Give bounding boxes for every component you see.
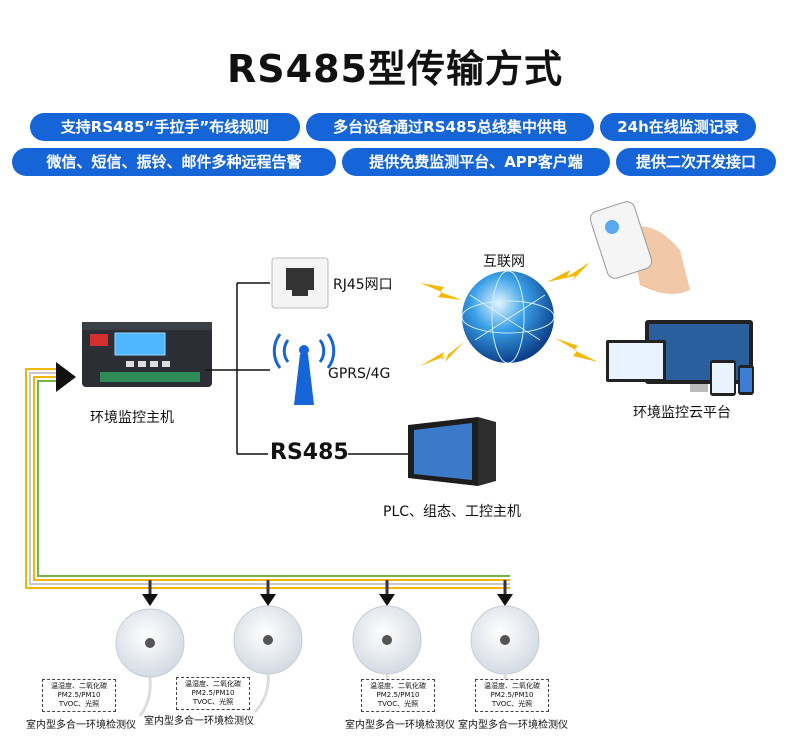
internet-label: 互联网	[483, 254, 525, 270]
sensor-device-1	[115, 608, 185, 717]
sensor-spec-1: 温湿度、二氧化碳 PM2.5/PM10 TVOC、光照	[42, 679, 116, 712]
internet-globe-icon	[461, 270, 555, 364]
host-connections	[205, 282, 410, 455]
sensor-spec-2: 温湿度、二氧化碳 PM2.5/PM10 TVOC、光照	[176, 677, 250, 710]
feature-pill-24h-record: 24h在线监测记录	[600, 113, 756, 141]
page-title: RS485型传输方式	[227, 47, 563, 91]
feature-pill-remote-alarm: 微信、短信、振铃、邮件多种远程告警	[12, 148, 336, 176]
sensor-name-1: 室内型多合一环境检测仪	[26, 720, 136, 731]
plc-panel-icon	[408, 417, 496, 486]
host-label: 环境监控主机	[90, 410, 174, 426]
feature-pill-secondary-dev: 提供二次开发接口	[616, 148, 776, 176]
bus-input-arrow	[56, 362, 76, 392]
sensor-spec-3: 温湿度、二氧化碳 PM2.5/PM10 TVOC、光照	[361, 679, 435, 712]
sensor-name-4: 室内型多合一环境检测仪	[458, 720, 568, 731]
rj45-port-icon	[271, 257, 329, 309]
sensor-spec-4: 温湿度、二氧化碳 PM2.5/PM10 TVOC、光照	[475, 679, 549, 712]
host-controller-unit	[82, 322, 212, 387]
plc-label: PLC、组态、工控主机	[383, 504, 522, 520]
sensor-device-4	[470, 605, 540, 713]
sensor-name-3: 室内型多合一环境检测仪	[345, 720, 455, 731]
feature-pill-hand-in-hand: 支持RS485“手拉手”布线规则	[30, 113, 300, 141]
feature-pill-free-platform: 提供免费监测平台、APP客户端	[342, 148, 610, 176]
gprs-label: GPRS/4G	[328, 366, 391, 382]
sensor-name-2: 室内型多合一环境检测仪	[144, 716, 254, 727]
rj45-label: RJ45网口	[333, 277, 393, 293]
rs485-label: RS485	[270, 440, 349, 465]
sensor-device-2	[233, 605, 303, 713]
sensor-drops	[142, 580, 513, 606]
phone-app-icon	[589, 201, 690, 294]
gprs-antenna-icon	[272, 333, 336, 405]
cloud-platform-label: 环境监控云平台	[633, 405, 731, 421]
feature-pill-bus-power: 多台设备通过RS485总线集中供电	[306, 113, 594, 141]
cloud-platform-screens	[606, 320, 754, 396]
lightning-bolts	[420, 262, 598, 366]
